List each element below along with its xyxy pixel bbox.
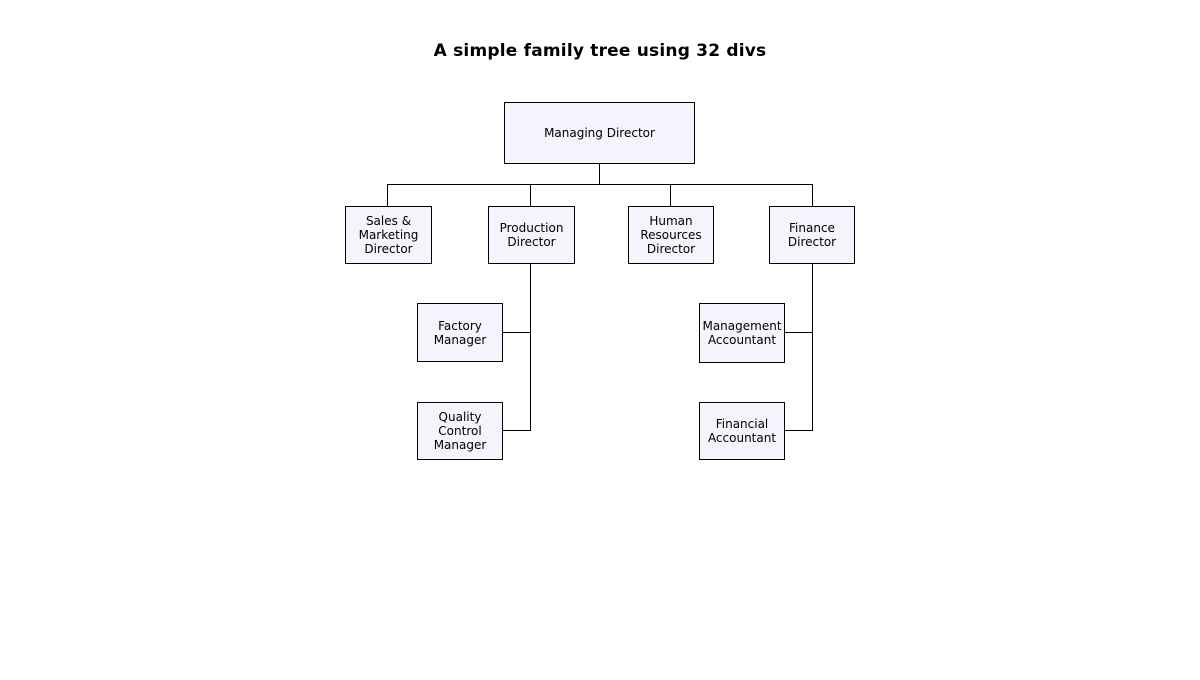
node-quality-control-manager: Quality Control Manager — [417, 402, 503, 460]
node-financial-accountant: Financial Accountant — [699, 402, 785, 460]
connector-root-vertical — [599, 164, 600, 184]
connector-stub-factory-manager — [503, 332, 530, 333]
connector-drop-sales-marketing — [387, 184, 388, 206]
connector-finance-vertical — [812, 264, 813, 431]
node-management-accountant: Management Accountant — [699, 303, 785, 363]
connector-stub-management-accountant — [785, 332, 812, 333]
node-human-resources-director: Human Resources Director — [628, 206, 714, 264]
node-factory-manager: Factory Manager — [417, 303, 503, 362]
connector-production-vertical — [530, 264, 531, 431]
connector-drop-finance — [812, 184, 813, 206]
node-managing-director: Managing Director — [504, 102, 695, 164]
connector-stub-financial-accountant — [785, 430, 812, 431]
node-finance-director: Finance Director — [769, 206, 855, 264]
connector-level1-horizontal — [387, 184, 813, 185]
node-production-director: Production Director — [488, 206, 575, 264]
node-sales-marketing-director: Sales & Marketing Director — [345, 206, 432, 264]
page-title: A simple family tree using 32 divs — [433, 41, 767, 61]
connector-drop-production — [530, 184, 531, 206]
connector-drop-human-resources — [670, 184, 671, 206]
connector-stub-quality-control — [503, 430, 530, 431]
